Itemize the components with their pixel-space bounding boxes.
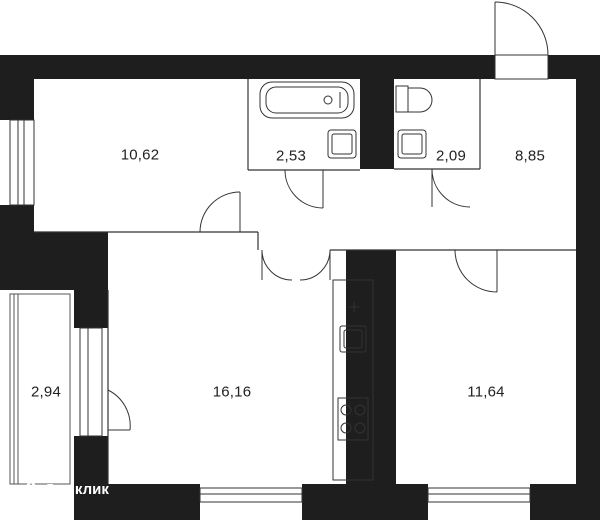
entrance-door [494, 1, 549, 80]
brand-name: Домклик [44, 480, 109, 498]
room-area-bedroom-2: 11,64 [467, 383, 505, 401]
house-icon [23, 480, 39, 497]
room-area-loggia: 2,94 [31, 383, 61, 401]
toilet [395, 85, 433, 113]
interior-doors [107, 168, 498, 431]
room-area-living-kitchen: 16,16 [212, 383, 252, 401]
room-area-toilet: 2,09 [436, 147, 466, 165]
sinks [327, 129, 427, 159]
walls [0, 55, 600, 520]
room-area-hallway: 8,85 [515, 147, 545, 165]
room-area-bedroom-1: 10,62 [120, 146, 160, 164]
loggia-frame [9, 293, 71, 485]
kitchen-counter [332, 279, 374, 481]
windows [9, 119, 531, 503]
partitions [34, 79, 576, 484]
brand-logo: Домклик [22, 480, 109, 498]
room-area-bathroom: 2,53 [276, 147, 306, 165]
bathtub [259, 81, 355, 119]
